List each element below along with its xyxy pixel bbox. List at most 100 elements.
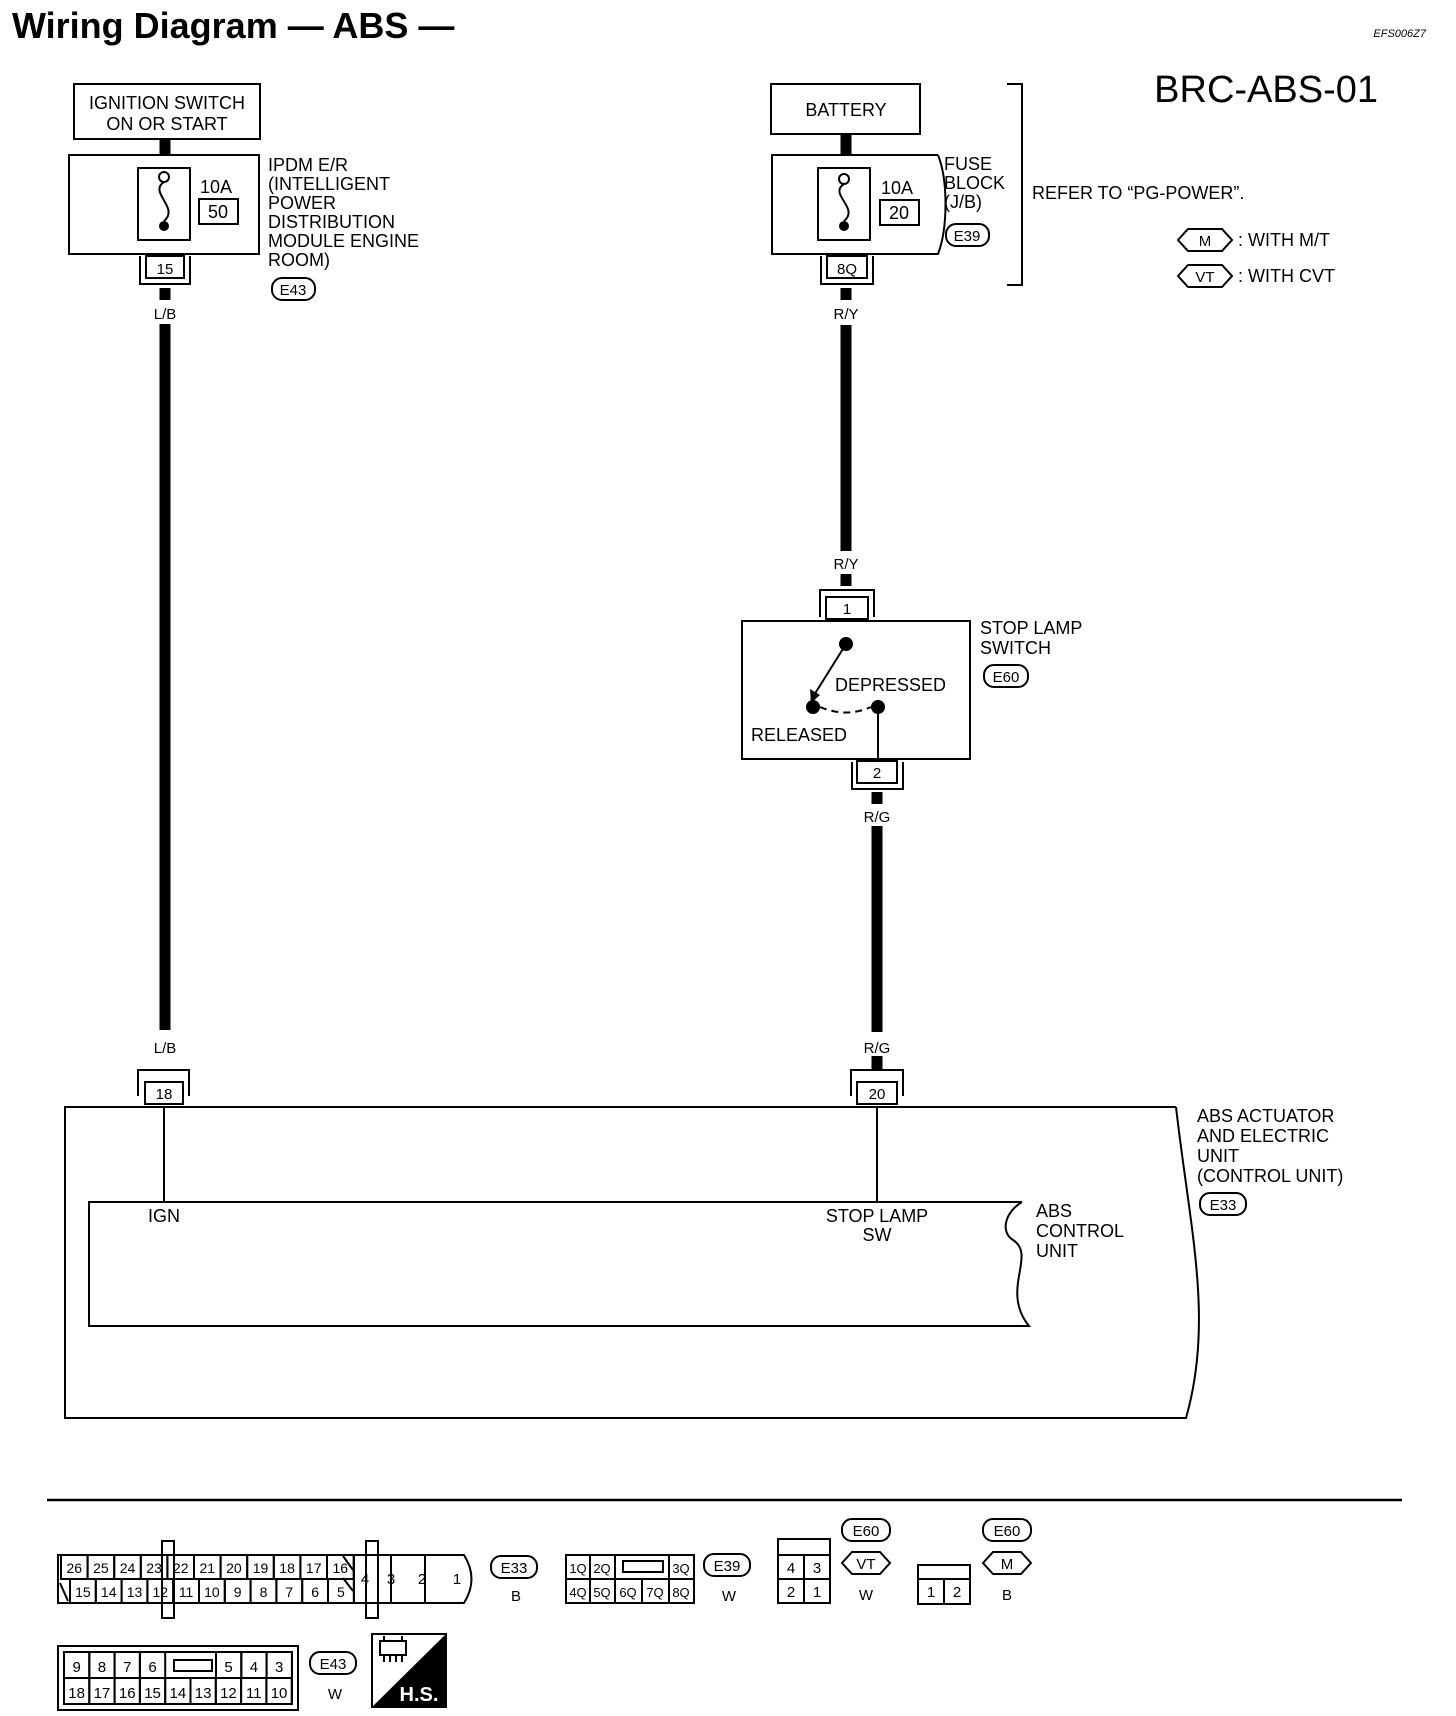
e43-pin-13: 13 (195, 1685, 212, 1702)
e33-pin-14: 14 (101, 1584, 117, 1600)
wire-color-rg-top: R/G (864, 809, 891, 826)
ipdm-er: 10A 50 IPDM E/R (INTELLIGENT POWER DISTR… (68, 154, 419, 301)
stop-lamp-terminal-1 (819, 589, 875, 617)
e33-pin-2: 2 (418, 1571, 426, 1588)
e39-pin-2q: 2Q (593, 1561, 610, 1576)
cvt-legend-text: : WITH CVT (1238, 266, 1335, 286)
power-supply-bracket (1007, 83, 1023, 286)
switch-arrow (810, 689, 820, 703)
legend-cvt: VT : WITH CVT (1176, 264, 1335, 288)
e33-pin-19: 19 (253, 1560, 269, 1576)
abs-actuator-label-3: UNIT (1197, 1146, 1239, 1166)
e39-connector-color: W (722, 1588, 737, 1605)
abs-actuator-label-1: ABS ACTUATOR (1197, 1106, 1334, 1126)
svg-text:20: 20 (869, 1086, 886, 1103)
stop-lamp-connector-id: E60 (993, 669, 1020, 686)
ipdm-label-5: MODULE ENGINE (268, 231, 419, 251)
e33-pin-11: 11 (179, 1584, 194, 1600)
legend-mt: M : WITH M/T (1176, 228, 1330, 252)
connector-e39: 1Q 2Q 3Q 4Q 5Q 6Q 7Q 8Q E39 W (565, 1553, 751, 1605)
e39-pin-4q: 4Q (569, 1585, 586, 1600)
e39-pin-7q: 7Q (646, 1585, 663, 1600)
ign-pin-label: IGN (148, 1206, 180, 1226)
fuse-block: 10A 20 FUSE BLOCK (J/B) E39 (771, 154, 1005, 255)
e33-pin-8: 8 (260, 1584, 268, 1600)
e43-pin-5: 5 (224, 1659, 232, 1676)
ipdm-terminal-15: 15 (139, 255, 191, 285)
e43-connector-id: E43 (320, 1656, 347, 1673)
e33-connector-color: B (511, 1588, 521, 1605)
e33-pin-3: 3 (387, 1571, 395, 1588)
e33-pin-21: 21 (200, 1560, 216, 1576)
harness-connector-icon (379, 1636, 407, 1662)
fuse-block-number: 20 (889, 203, 909, 223)
e43-pin-3: 3 (275, 1659, 283, 1676)
e43-connector-color: W (328, 1686, 343, 1703)
e33-connector-id: E33 (501, 1560, 528, 1577)
abs-control-unit: IGN STOP LAMP SW ABS CONTROL UNIT (88, 1201, 1124, 1327)
battery: BATTERY (770, 83, 921, 135)
ipdm-label-6: ROOM) (268, 250, 330, 270)
svg-text:15: 15 (157, 261, 174, 278)
e43-pin-16: 16 (119, 1685, 136, 1702)
e43-pin-6: 6 (148, 1659, 156, 1676)
e60-mt-connector-color: B (1002, 1587, 1012, 1604)
e33-pin-6: 6 (311, 1584, 319, 1600)
e60-cvt-pin-1: 1 (813, 1584, 821, 1601)
refer-text: REFER TO “PG-POWER”. (1032, 183, 1244, 203)
fuse-block-label-2: BLOCK (944, 173, 1005, 193)
e43-pin-9: 9 (72, 1659, 80, 1676)
e60-mt-symbol: M (1001, 1556, 1014, 1573)
hs-label: H.S. (400, 1684, 439, 1706)
mt-symbol: M (1199, 233, 1212, 250)
abs-control-label-1: ABS (1036, 1201, 1072, 1221)
e33-pin-23: 23 (146, 1560, 162, 1576)
e33-pin-9: 9 (234, 1584, 242, 1600)
e33-pin-1: 1 (453, 1571, 461, 1588)
ipdm-fuse (137, 167, 191, 241)
e60-mt-pin-2: 2 (953, 1584, 961, 1601)
e39-pin-3q: 3Q (672, 1561, 689, 1576)
ipdm-label-3: POWER (268, 193, 336, 213)
e60-cvt-pin-4: 4 (787, 1560, 795, 1577)
ipdm-connector-id: E43 (280, 282, 307, 299)
abs-actuator-connector-id: E33 (1210, 1197, 1237, 1214)
svg-text:2: 2 (873, 765, 881, 782)
e33-pin-22: 22 (173, 1560, 189, 1576)
e33-pin-26: 26 (67, 1560, 83, 1576)
abs-control-label-3: UNIT (1036, 1241, 1078, 1261)
e60-cvt-symbol: VT (856, 1556, 875, 1573)
e39-pin-1q: 1Q (569, 1561, 586, 1576)
released-label: RELEASED (751, 725, 847, 745)
mt-legend-text: : WITH M/T (1238, 230, 1330, 250)
svg-text:1: 1 (843, 601, 851, 618)
ignition-switch: IGNITION SWITCH ON OR START (73, 83, 261, 140)
e39-connector-id: E39 (714, 1558, 741, 1575)
abs-actuator-label-2: AND ELECTRIC (1197, 1126, 1329, 1146)
e33-pin-4: 4 (361, 1571, 369, 1588)
harness-side-symbol: H.S. (371, 1633, 447, 1708)
stop-lamp-pin-label-2: SW (863, 1225, 892, 1245)
stop-lamp-label-1: STOP LAMP (980, 618, 1082, 638)
ipdm-fuse-amp: 10A (200, 177, 232, 197)
e43-pin-11: 11 (246, 1685, 262, 1702)
e39-pin-5q: 5Q (593, 1585, 610, 1600)
wire-color-lb-top: L/B (154, 306, 177, 323)
e43-pin-17: 17 (94, 1685, 111, 1702)
e43-pin-15: 15 (144, 1685, 161, 1702)
depressed-label: DEPRESSED (835, 675, 946, 695)
e60-cvt-connector-id: E60 (853, 1523, 880, 1540)
fuse-block-terminal-8q: 8Q (820, 255, 874, 285)
ipdm-label-2: (INTELLIGENT (268, 174, 390, 194)
e60-mt-connector-id: E60 (994, 1523, 1021, 1540)
e43-pin-4: 4 (250, 1659, 258, 1676)
switch-arm (810, 643, 847, 701)
stop-lamp-pin-label-1: STOP LAMP (826, 1206, 928, 1226)
fuse-block-fuse (817, 167, 871, 241)
fuse-block-connector-id: E39 (954, 228, 981, 245)
reference-code: EFS006Z7 (1373, 28, 1426, 40)
